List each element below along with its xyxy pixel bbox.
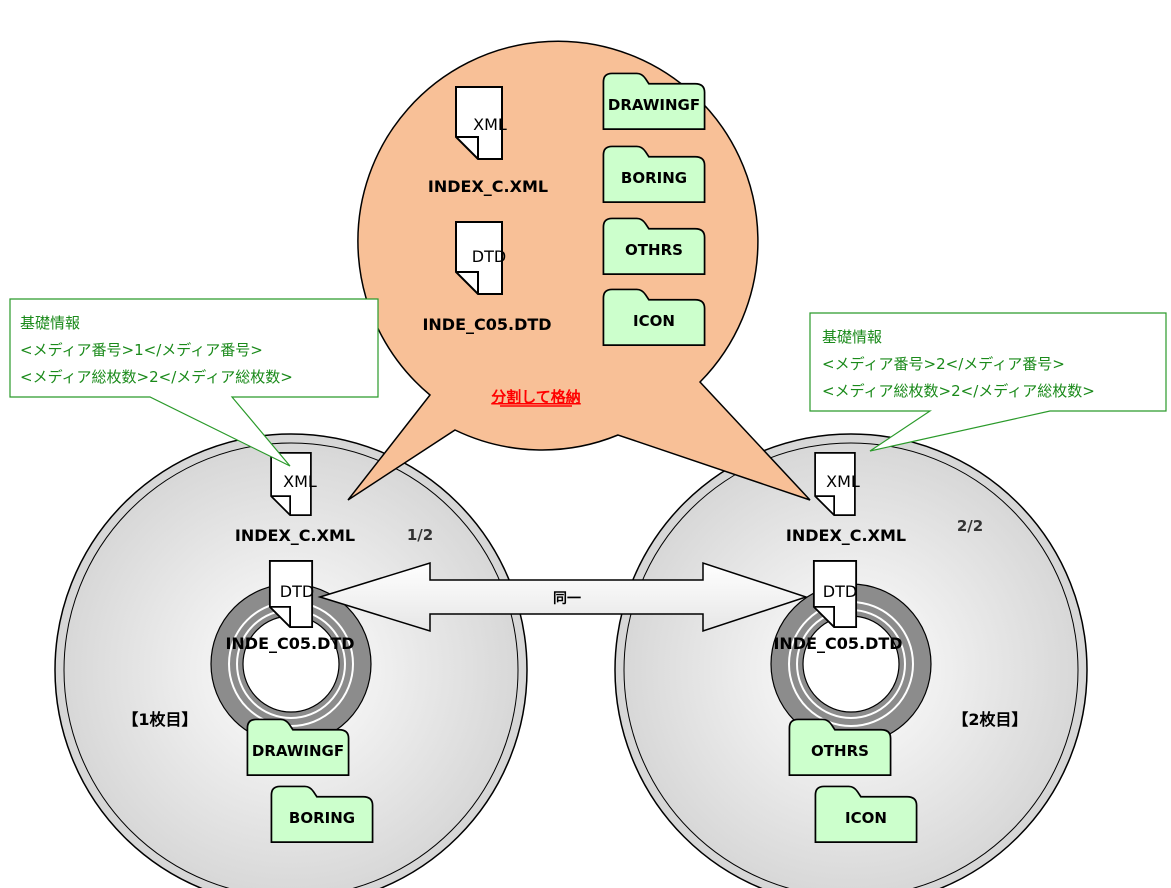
disc2-xml-file: XML INDEX_C.XML (786, 452, 906, 545)
disc1-folder-boring: BORING (270, 785, 374, 843)
disc1-dtd-file: DTD INDE_C05.DTD (225, 560, 355, 653)
xml-icon-text: XML (473, 115, 507, 134)
callout-line: <メディア番号>1</メディア番号> (20, 341, 263, 359)
xml-icon-text: XML (826, 472, 860, 491)
dtd-icon-text: DTD (823, 582, 857, 601)
bubble-dtd-file: DTD INDE_C05.DTD (422, 221, 552, 334)
folder-label: OTHRS (625, 241, 683, 259)
disc2-dtd-file: DTD INDE_C05.DTD (773, 560, 903, 653)
folder-label: ICON (633, 312, 675, 330)
callout-line: <メディア総枚数>2</メディア総枚数> (822, 382, 1095, 400)
folder-label: ICON (845, 809, 887, 827)
callout-line: <メディア総枚数>2</メディア総枚数> (20, 368, 293, 386)
disc1-folder-drawingf: DRAWINGF (246, 718, 350, 776)
xml-file-label: INDEX_C.XML (235, 526, 355, 545)
bubble-folder-drawingf: DRAWINGF (602, 72, 706, 130)
disc2-page-number: 2/2 (957, 517, 983, 535)
dtd-file-label: INDE_C05.DTD (225, 634, 354, 653)
folder-label: BORING (289, 809, 355, 827)
xml-file-label: INDEX_C.XML (786, 526, 906, 545)
callout-line: 基礎情報 (822, 328, 882, 346)
disc2-info-callout: 基礎情報 <メディア番号>2</メディア番号> <メディア総枚数>2</メディア… (809, 312, 1167, 452)
dtd-file-label: INDE_C05.DTD (422, 315, 551, 334)
disc1-page-number: 1/2 (407, 526, 433, 544)
xml-file-label: INDEX_C.XML (428, 177, 548, 196)
bubble-xml-file: XML INDEX_C.XML (428, 86, 548, 196)
bubble-caption: 分割して格納 (491, 388, 581, 406)
disc-1 (54, 433, 528, 888)
speech-bubble (347, 40, 811, 501)
xml-icon-text: XML (283, 472, 317, 491)
bubble-folder-icon: ICON (602, 288, 706, 346)
disc2-folder-othrs: OTHRS (788, 718, 892, 776)
bubble-folder-boring: BORING (602, 145, 706, 203)
callout-line: 基礎情報 (20, 314, 80, 332)
folder-label: OTHRS (811, 742, 869, 760)
folder-label: BORING (621, 169, 687, 187)
disc2-name: 【2枚目】 (952, 710, 1027, 729)
disc-2 (614, 433, 1088, 888)
disc1-xml-file: XML INDEX_C.XML (235, 452, 355, 545)
disc2-folder-icon: ICON (814, 785, 918, 843)
dtd-icon-text: DTD (472, 247, 506, 266)
identical-double-arrow: 同一 (317, 561, 809, 633)
dtd-icon-text: DTD (280, 582, 314, 601)
dtd-file-label: INDE_C05.DTD (773, 634, 902, 653)
folder-label: DRAWINGF (608, 96, 700, 114)
disc1-name: 【1枚目】 (122, 710, 197, 729)
folder-label: DRAWINGF (252, 742, 344, 760)
bubble-folder-othrs: OTHRS (602, 217, 706, 275)
disc1-info-callout: 基礎情報 <メディア番号>1</メディア番号> <メディア総枚数>2</メディア… (9, 298, 379, 467)
arrow-label: 同一 (553, 591, 581, 607)
callout-line: <メディア番号>2</メディア番号> (822, 355, 1065, 373)
